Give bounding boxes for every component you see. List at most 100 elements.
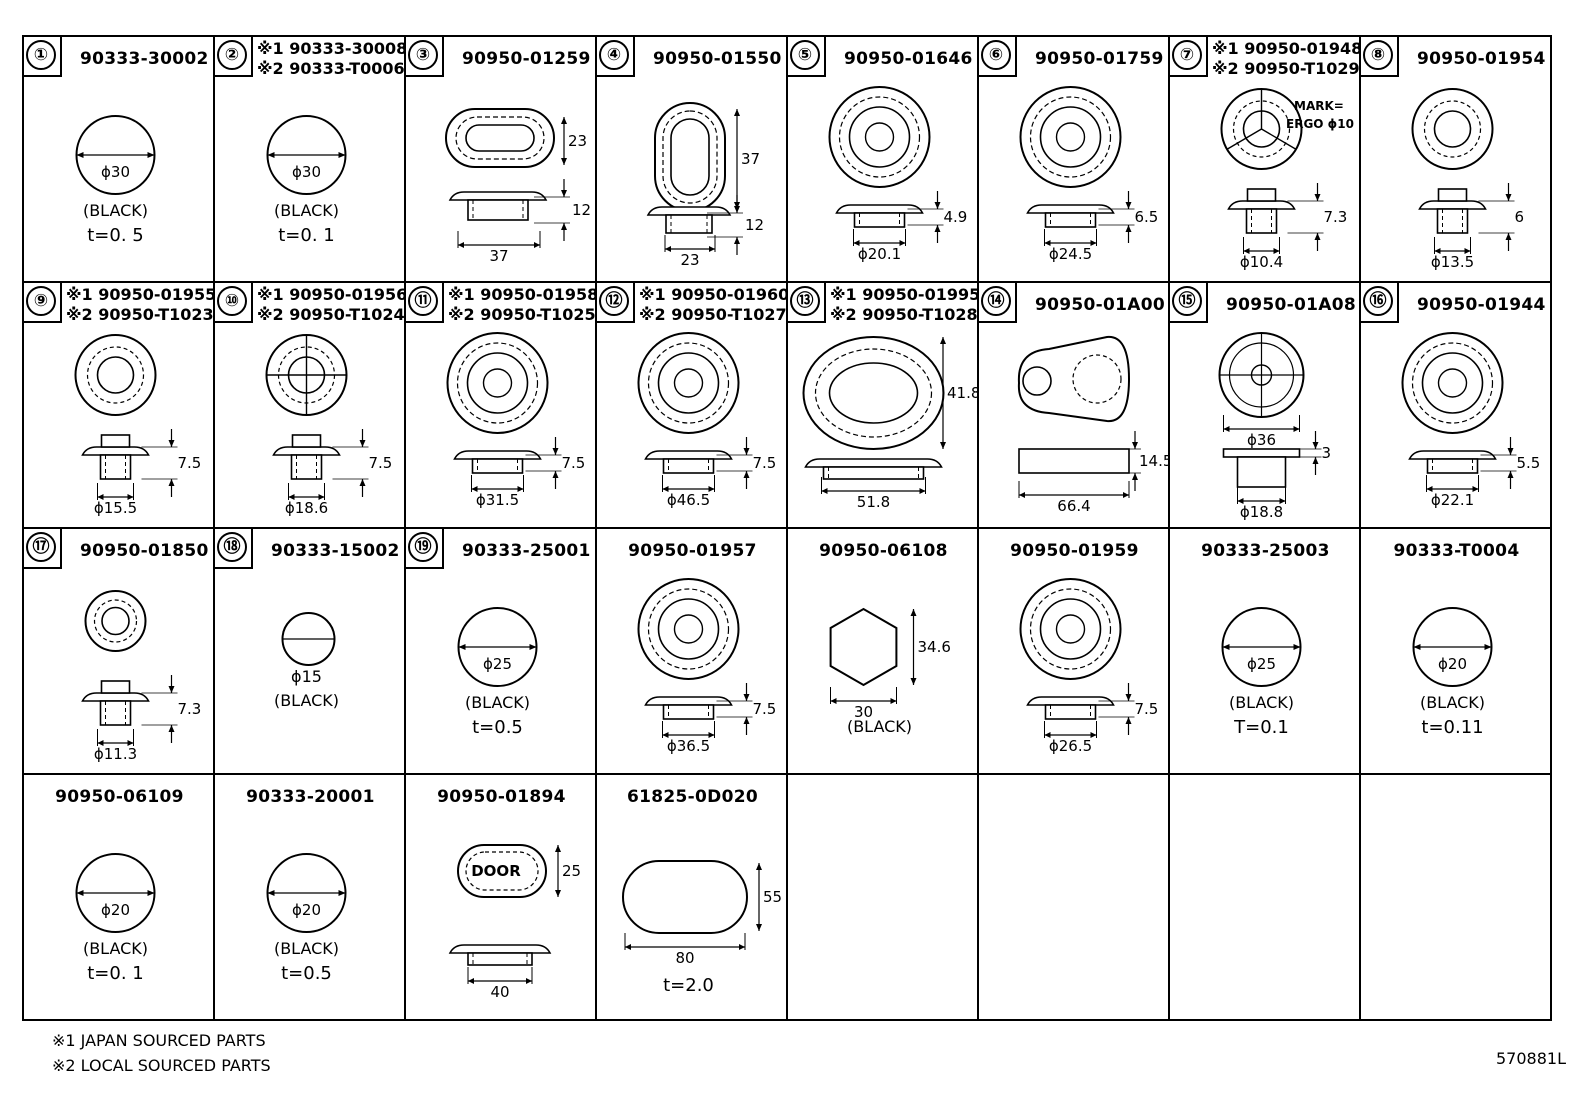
spec-note: T=0.1 (1234, 717, 1289, 738)
part-cell: ϕ20 90333-T0004 (BLACK) t=0.11 (1359, 527, 1552, 775)
width-label: 66.4 (1057, 497, 1090, 515)
depth-label: 12 (572, 201, 591, 219)
part-number-variant: ※2 90950-T1029 (1212, 59, 1360, 78)
part-drawing: ϕ25 (457, 607, 538, 687)
color-note: (BLACK) (82, 201, 149, 220)
height-label: 25 (562, 862, 581, 880)
color-note: (BLACK) (1228, 693, 1295, 712)
part-number-variant: ※1 90950-01958 (448, 285, 597, 304)
part-number: 90950-01850 (80, 541, 209, 561)
part-number: 90333-T0004 (1393, 541, 1520, 561)
color-note: (BLACK) (1419, 693, 1486, 712)
item-number: ⑬ (788, 283, 826, 323)
item-number: ⑨ (24, 283, 62, 323)
item-number-text: ⑱ (217, 532, 247, 562)
mark-note: MARK= (1294, 99, 1344, 113)
diameter-label: ϕ18.6 (285, 499, 328, 517)
item-number: ③ (406, 37, 444, 77)
width-label: 30 (854, 703, 873, 721)
diameter-label: ϕ10.4 (1240, 253, 1283, 271)
height-label: 23 (568, 132, 587, 150)
color-note: (BLACK) (273, 201, 340, 220)
depth-label: 6.5 (1135, 208, 1159, 226)
spec-note: t=0.5 (472, 717, 523, 738)
item-number-text: ⑬ (790, 286, 820, 316)
part-cell (786, 773, 979, 1021)
diameter-label: ϕ46.5 (667, 491, 710, 509)
color-note: (BLACK) (464, 693, 531, 712)
part-drawing: 34.6 30 (829, 607, 951, 721)
part-number-variant: ※1 90950-01956 (257, 285, 406, 304)
diameter-label: ϕ22.1 (1431, 491, 1474, 509)
spec-note: ϕ15 (291, 667, 322, 686)
part-number: 90333-30002 (80, 49, 209, 69)
item-number-text: ⑭ (981, 286, 1011, 316)
part-outline (622, 860, 748, 934)
depth-label: 7.3 (178, 700, 202, 718)
item-number: ⑱ (215, 529, 253, 569)
height-label: 34.6 (918, 638, 951, 656)
part-number-variant: ※2 90950-T1025 (448, 305, 596, 324)
part-drawing: ϕ30 (75, 115, 156, 195)
part-drawing: ϕ30 (266, 115, 347, 195)
part-number-variant: ※1 90950-01948 (1212, 39, 1361, 58)
depth-label: 7.5 (178, 454, 202, 472)
item-number-text: ⑪ (408, 286, 438, 316)
item-number: ⑫ (597, 283, 635, 323)
depth-label: 14.5 (1139, 452, 1170, 470)
depth-label: 4.9 (944, 208, 968, 226)
item-number: ④ (597, 37, 635, 77)
drawing-code: 570881L (1496, 1049, 1566, 1068)
part-drawing: 7.3 ϕ11.3 (81, 590, 202, 763)
item-number: ⑩ (215, 283, 253, 323)
part-number-variant: ※1 90950-01995 (830, 285, 979, 304)
item-number-text: ① (26, 40, 56, 70)
part-number-variant: ※2 90950-T1027 (639, 305, 787, 324)
spec-note: t=0. 1 (87, 963, 144, 984)
item-number-text: ⑲ (408, 532, 438, 562)
diameter-label: ϕ20 (101, 901, 130, 919)
item-number: ① (24, 37, 62, 77)
item-number-text: ⑯ (1363, 286, 1393, 316)
diameter-label: ϕ11.3 (94, 745, 137, 763)
part-cell (977, 773, 1170, 1021)
diameter-label: ϕ20 (1438, 655, 1467, 673)
part-drawing (281, 612, 336, 666)
height-label: 37 (741, 150, 760, 168)
part-number-variant: ※2 90333-T0006 (257, 59, 405, 78)
part-outline (829, 607, 898, 687)
item-number-text: ⑥ (981, 40, 1011, 70)
item-number: ⑧ (1361, 37, 1399, 77)
spec-note: t=0.11 (1421, 717, 1484, 738)
width-label: 37 (489, 247, 508, 265)
part-number-variant: ※2 90950-T1028 (830, 305, 978, 324)
height-label: 41.8 (947, 384, 979, 402)
width-label: 51.8 (857, 493, 890, 511)
part-number: 90950-01259 (462, 49, 591, 69)
item-number: ⑭ (979, 283, 1017, 323)
depth-label: 7.5 (1135, 700, 1159, 718)
color-note: (BLACK) (82, 939, 149, 958)
depth-label: 12 (745, 216, 764, 234)
part-cell: 23 12 37 ③ 90950-01259 (404, 35, 597, 283)
